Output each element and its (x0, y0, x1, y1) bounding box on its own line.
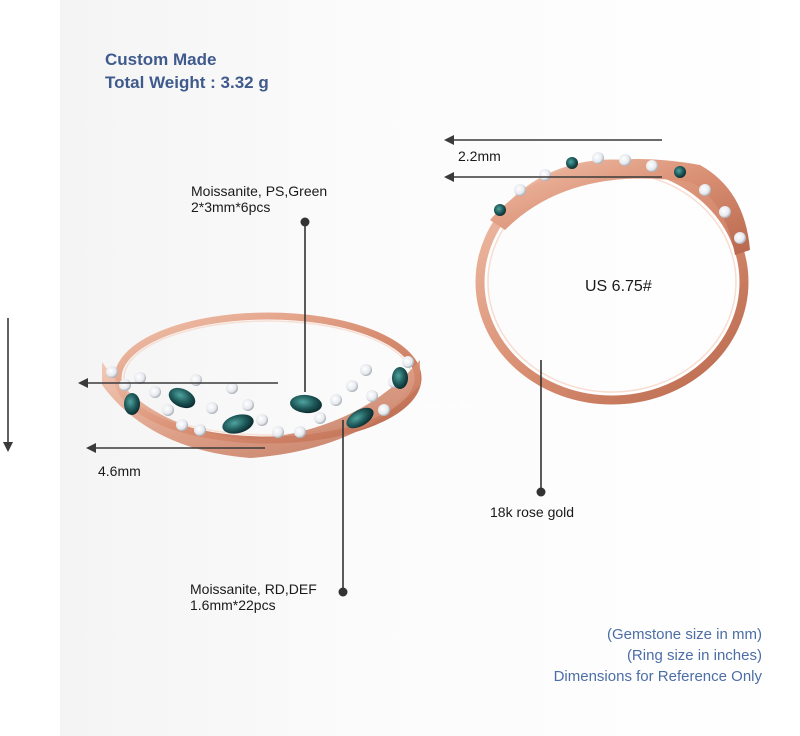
note-ring-size: (Ring size in inches) (626, 647, 762, 664)
green-stone-size: 2*3mm*6pcs (191, 199, 271, 215)
leader-lines (304, 222, 542, 592)
ring-side-view (102, 312, 422, 458)
white-stone-name: Moissanite, RD,DEF (190, 581, 317, 597)
product-header: Custom Made Total Weight : 3.32 g (105, 48, 269, 94)
band-width-label: 4.6mm (98, 463, 141, 479)
white-stone-size: 1.6mm*22pcs (190, 597, 276, 613)
metal-label: 18k rose gold (490, 504, 575, 520)
photo-backdrop (60, 0, 800, 736)
green-stones (124, 367, 408, 434)
width-top-label: 2.2mm (458, 148, 501, 164)
reference-notes: (Gemstone size in mm) (Ring size in inch… (554, 624, 762, 687)
green-stone-name: Moissanite, PS,Green (191, 183, 328, 199)
front-stones (494, 152, 746, 244)
note-gemstone-size: (Gemstone size in mm) (606, 626, 762, 643)
leader-dots (300, 217, 546, 597)
dimension-arrows (3, 135, 662, 453)
ring-front-view (475, 152, 750, 405)
custom-made-title: Custom Made (105, 50, 217, 69)
ring-size-label: US 6.75# (585, 278, 652, 295)
note-reference-only: Dimensions for Reference Only (553, 668, 762, 685)
total-weight: Total Weight : 3.32 g (105, 73, 269, 92)
watermark: Gems Co.,ltd (413, 400, 472, 412)
white-stones (106, 356, 414, 438)
